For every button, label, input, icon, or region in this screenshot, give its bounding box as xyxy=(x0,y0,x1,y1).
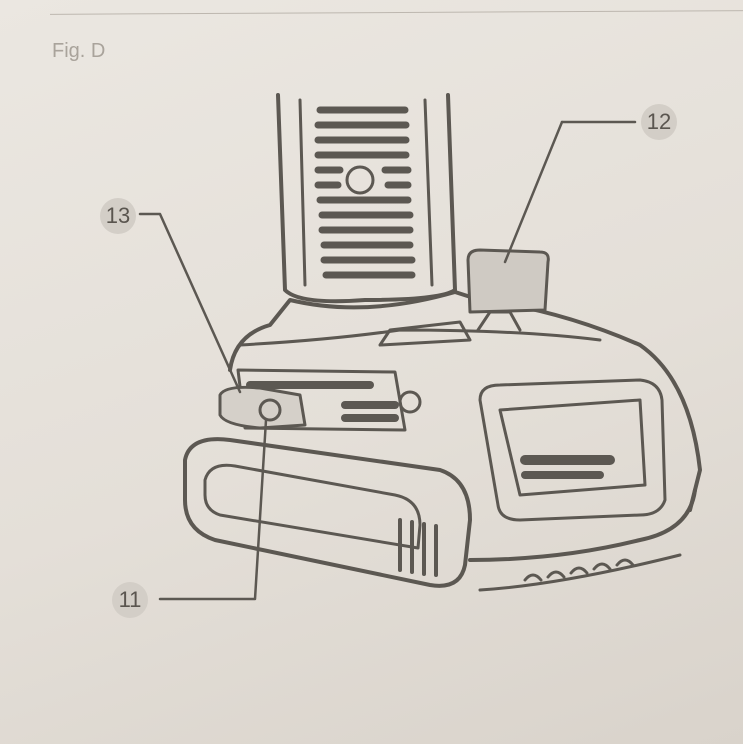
callout-11: 11 xyxy=(112,582,148,618)
callout-12: 12 xyxy=(641,104,677,140)
figure-label: Fig. D xyxy=(52,40,106,62)
callout-13: 13 xyxy=(100,198,136,234)
